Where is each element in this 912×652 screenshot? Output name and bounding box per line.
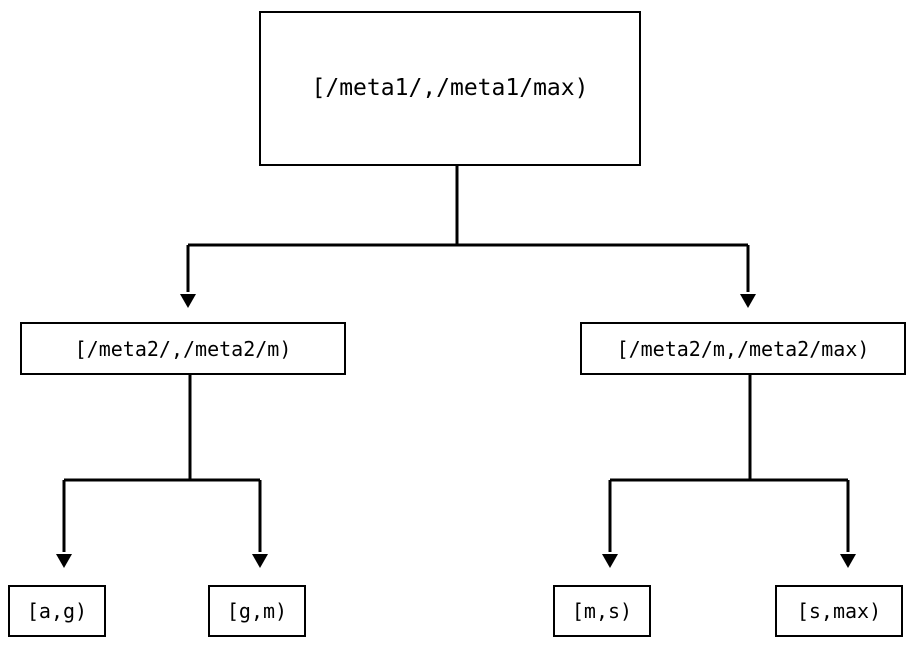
- tree-node-root[interactable]: [/meta1/,/meta1/max): [259, 11, 641, 166]
- arrowhead-icon-to-leaf-ag: [56, 554, 72, 568]
- tree-node-leaf-smax-label: [s,max): [796, 599, 882, 623]
- tree-node-leaf-ag[interactable]: [a,g): [8, 585, 106, 637]
- arrowhead-icon-to-leaf-gm: [252, 554, 268, 568]
- tree-node-mid-left-label: [/meta2/,/meta2/m): [74, 336, 292, 361]
- tree-node-mid-right-label: [/meta2/m,/meta2/max): [616, 336, 870, 361]
- tree-node-leaf-ag-label: [a,g): [26, 599, 88, 623]
- arrowhead-icon-to-leaf-smax: [840, 554, 856, 568]
- tree-node-leaf-gm-label: [g,m): [226, 599, 288, 623]
- tree-node-mid-left[interactable]: [/meta2/,/meta2/m): [20, 322, 346, 375]
- tree-node-root-label: [/meta1/,/meta1/max): [311, 75, 589, 101]
- arrowhead-icon-to-leaf-ms: [602, 554, 618, 568]
- tree-node-leaf-ms[interactable]: [m,s): [553, 585, 651, 637]
- tree-node-leaf-ms-label: [m,s): [571, 599, 633, 623]
- tree-node-leaf-gm[interactable]: [g,m): [208, 585, 306, 637]
- arrowhead-icon-to-mid-right: [740, 294, 756, 308]
- tree-node-mid-right[interactable]: [/meta2/m,/meta2/max): [580, 322, 906, 375]
- tree-node-leaf-smax[interactable]: [s,max): [775, 585, 903, 637]
- arrowhead-icon-to-mid-left: [180, 294, 196, 308]
